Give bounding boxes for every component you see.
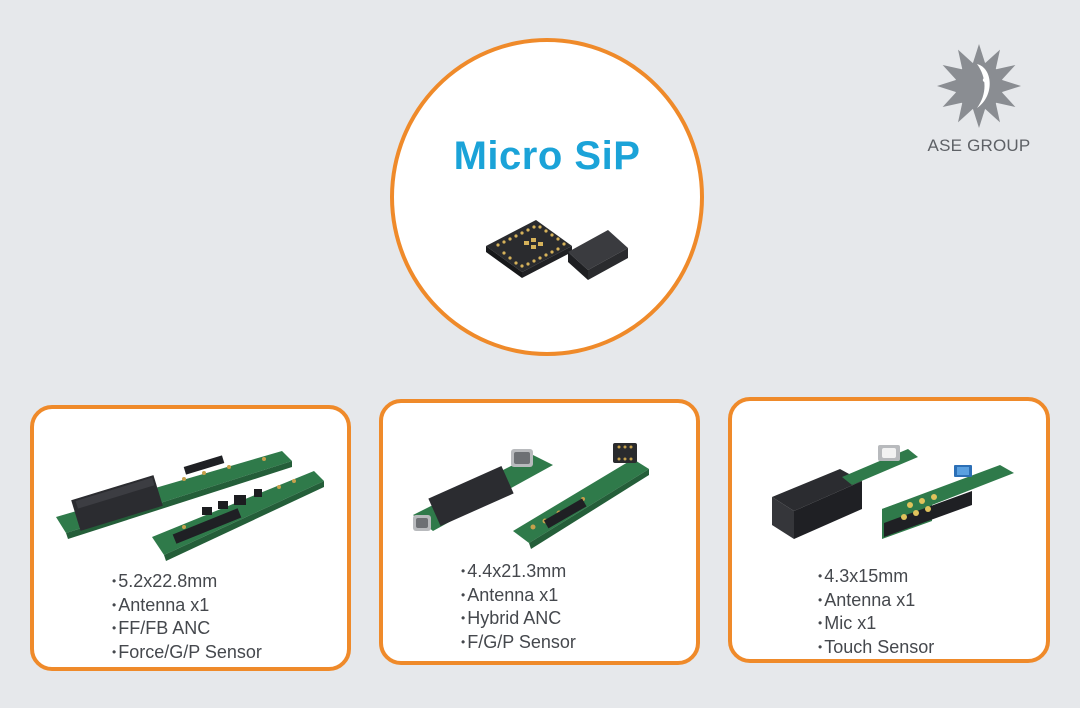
- sun-face-logo-icon: [937, 44, 1021, 128]
- spec-antenna: Antenna x1: [461, 585, 576, 609]
- module-board-tapered-image: [56, 451, 324, 561]
- module-board-with-mics-image: [413, 443, 649, 549]
- spec-sensor: Touch Sensor: [818, 637, 934, 661]
- product-card-1: 5.2x22.8mm Antenna x1 FF/FB ANC Force/G/…: [30, 405, 351, 671]
- hero-circle: Micro SiP: [390, 38, 704, 356]
- spec-list: 4.3x15mm Antenna x1 Mic x1 Touch Sensor: [818, 566, 934, 660]
- spec-size: 4.3x15mm: [818, 566, 934, 590]
- hero-title: Micro SiP: [453, 134, 641, 178]
- spec-list: 4.4x21.3mm Antenna x1 Hybrid ANC F/G/P S…: [461, 561, 576, 655]
- logo-text: ASE GROUP: [927, 136, 1031, 155]
- spec-size: 4.4x21.3mm: [461, 561, 576, 585]
- spec-list: 5.2x22.8mm Antenna x1 FF/FB ANC Force/G/…: [112, 571, 262, 665]
- spec-size: 5.2x22.8mm: [112, 571, 262, 595]
- spec-anc: Hybrid ANC: [461, 608, 576, 632]
- chip-top-view: [568, 230, 628, 280]
- spec-sensor: Force/G/P Sensor: [112, 642, 262, 666]
- micro-sip-chips-image: [486, 220, 628, 280]
- module-board-short-image: [772, 445, 1014, 539]
- chip-bottom-view: [486, 220, 572, 278]
- product-card-3: 4.3x15mm Antenna x1 Mic x1 Touch Sensor: [728, 397, 1050, 663]
- spec-antenna: Antenna x1: [112, 595, 262, 619]
- spec-anc: FF/FB ANC: [112, 618, 262, 642]
- ase-group-logo: ASE GROUP: [920, 42, 1038, 162]
- product-card-2: 4.4x21.3mm Antenna x1 Hybrid ANC F/G/P S…: [379, 399, 700, 665]
- spec-sensor: F/G/P Sensor: [461, 632, 576, 656]
- spec-antenna: Antenna x1: [818, 590, 934, 614]
- spec-mic: Mic x1: [818, 613, 934, 637]
